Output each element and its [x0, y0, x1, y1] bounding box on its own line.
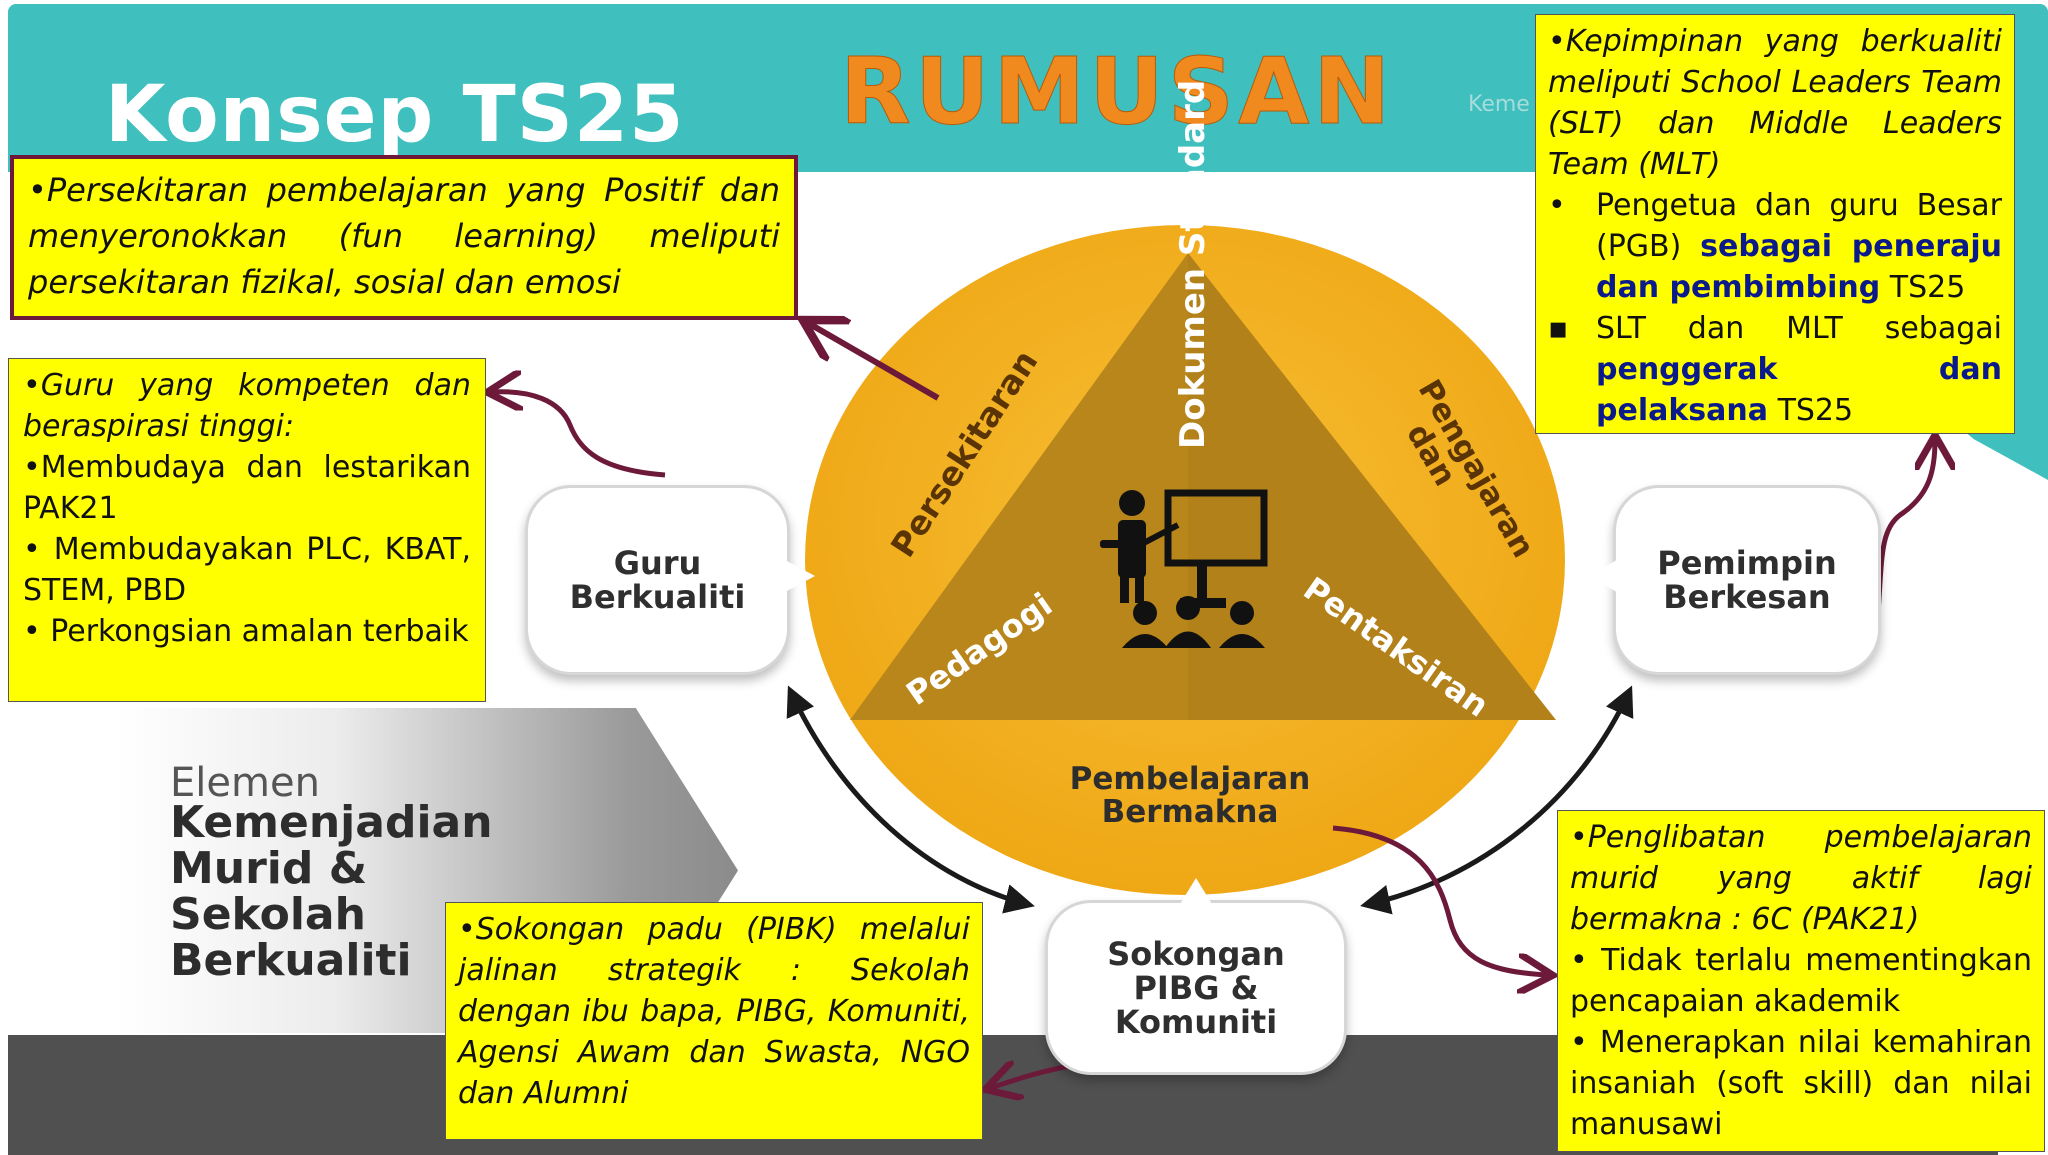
note-kepimpinan-item1-bold: sebagai peneraju dan pembimbing	[1596, 229, 2002, 305]
note-kepimpinan-item2-bold: penggerak dan pelaksana	[1596, 352, 2002, 428]
bubble-pemimpin-label: Pemimpin Berkesan	[1657, 544, 1837, 616]
note-kepimpinan-item1-post: TS25	[1889, 270, 1966, 305]
note-kepimpinan: •Kepimpinan yang berkualiti meliputi Sch…	[1535, 14, 2015, 434]
faded-subtitle: Keme	[1468, 92, 1530, 117]
note-persekitaran-text: •Persekitaran pembelajaran yang Positif …	[28, 171, 780, 301]
note-guru-intro: •Guru yang kompeten dan beraspirasi ting…	[23, 368, 471, 444]
bubble-guru-label: Guru Berkualiti	[569, 544, 746, 616]
bubble-sokongan-tail	[1180, 878, 1212, 904]
central-triangle	[850, 253, 1556, 720]
arrow-persekitaran	[808, 323, 940, 401]
note-persekitaran: •Persekitaran pembelajaran yang Positif …	[10, 155, 798, 320]
page-title: Konsep TS25	[105, 70, 685, 160]
bubble-guru-berkualiti: Guru Berkualiti	[525, 485, 790, 675]
arrow-pembelajaran	[1332, 825, 1548, 975]
note-kepimpinan-item1-pre: Pengetua dan guru Besar (PGB)	[1596, 188, 2002, 264]
note-kepimpinan-item2-post: TS25	[1777, 393, 1854, 428]
note-pembelajaran-item: • Menerapkan nilai kemahiran insaniah (s…	[1570, 1025, 2032, 1142]
note-kepimpinan-item: ▪ SLT dan MLT sebagai penggerak dan pela…	[1548, 308, 2002, 431]
arrow-pemimpin-sokongan	[1360, 685, 1634, 915]
note-sokongan: •Sokongan padu (PIBK) melalui jalinan st…	[445, 902, 983, 1140]
note-guru-item: •Membudaya dan lestarikan PAK21	[23, 450, 471, 526]
note-guru-item: • Membudayakan PLC, KBAT, STEM, PBD	[23, 532, 471, 608]
arrow-guru	[492, 392, 666, 478]
bubble-sokongan-label: Sokongan PIBG & Komuniti	[1107, 934, 1285, 1041]
bullet-marker: ▪	[1548, 311, 1569, 346]
element-title: Kemenjadian Murid & Sekolah Berkualiti	[170, 797, 493, 986]
note-sokongan-text: •Sokongan padu (PIBK) melalui jalinan st…	[458, 912, 970, 1111]
bubble-pemimpin-berkesan: Pemimpin Berkesan	[1613, 485, 1881, 675]
arrow-pemimpin	[1875, 440, 1935, 614]
bubble-pemimpin-tail	[1587, 560, 1617, 592]
bubble-guru-tail	[785, 560, 815, 592]
bubble-sokongan: Sokongan PIBG & Komuniti	[1045, 900, 1347, 1075]
triangle-shade	[1188, 253, 1556, 720]
bullet-marker: •	[1548, 188, 1566, 223]
teacher-class-icon	[1100, 489, 1268, 648]
note-pembelajaran-item: • Tidak terlalu mementingkan pencapaian …	[1570, 943, 2032, 1019]
note-guru-item: • Perkongsian amalan terbaik	[23, 614, 469, 649]
note-guru: •Guru yang kompeten dan beraspirasi ting…	[8, 358, 486, 702]
note-pembelajaran: •Penglibatan pembelajaran murid yang akt…	[1557, 810, 2045, 1152]
label-pembelajaran-bermakna: Pembelajaran Bermakna	[1069, 761, 1311, 830]
main-title: RUMUSAN	[839, 38, 1395, 146]
note-kepimpinan-item2-pre: SLT dan MLT sebagai	[1596, 311, 2002, 346]
note-kepimpinan-intro: •Kepimpinan yang berkualiti meliputi Sch…	[1548, 24, 2002, 182]
note-pembelajaran-intro: •Penglibatan pembelajaran murid yang akt…	[1570, 820, 2032, 937]
arrow-guru-sokongan	[786, 685, 1035, 914]
element-label: Elemen	[170, 760, 320, 806]
note-kepimpinan-item: • Pengetua dan guru Besar (PGB) sebagai …	[1548, 185, 2002, 308]
label-dokumen-standard: Dokumen Standard	[1173, 80, 1213, 449]
